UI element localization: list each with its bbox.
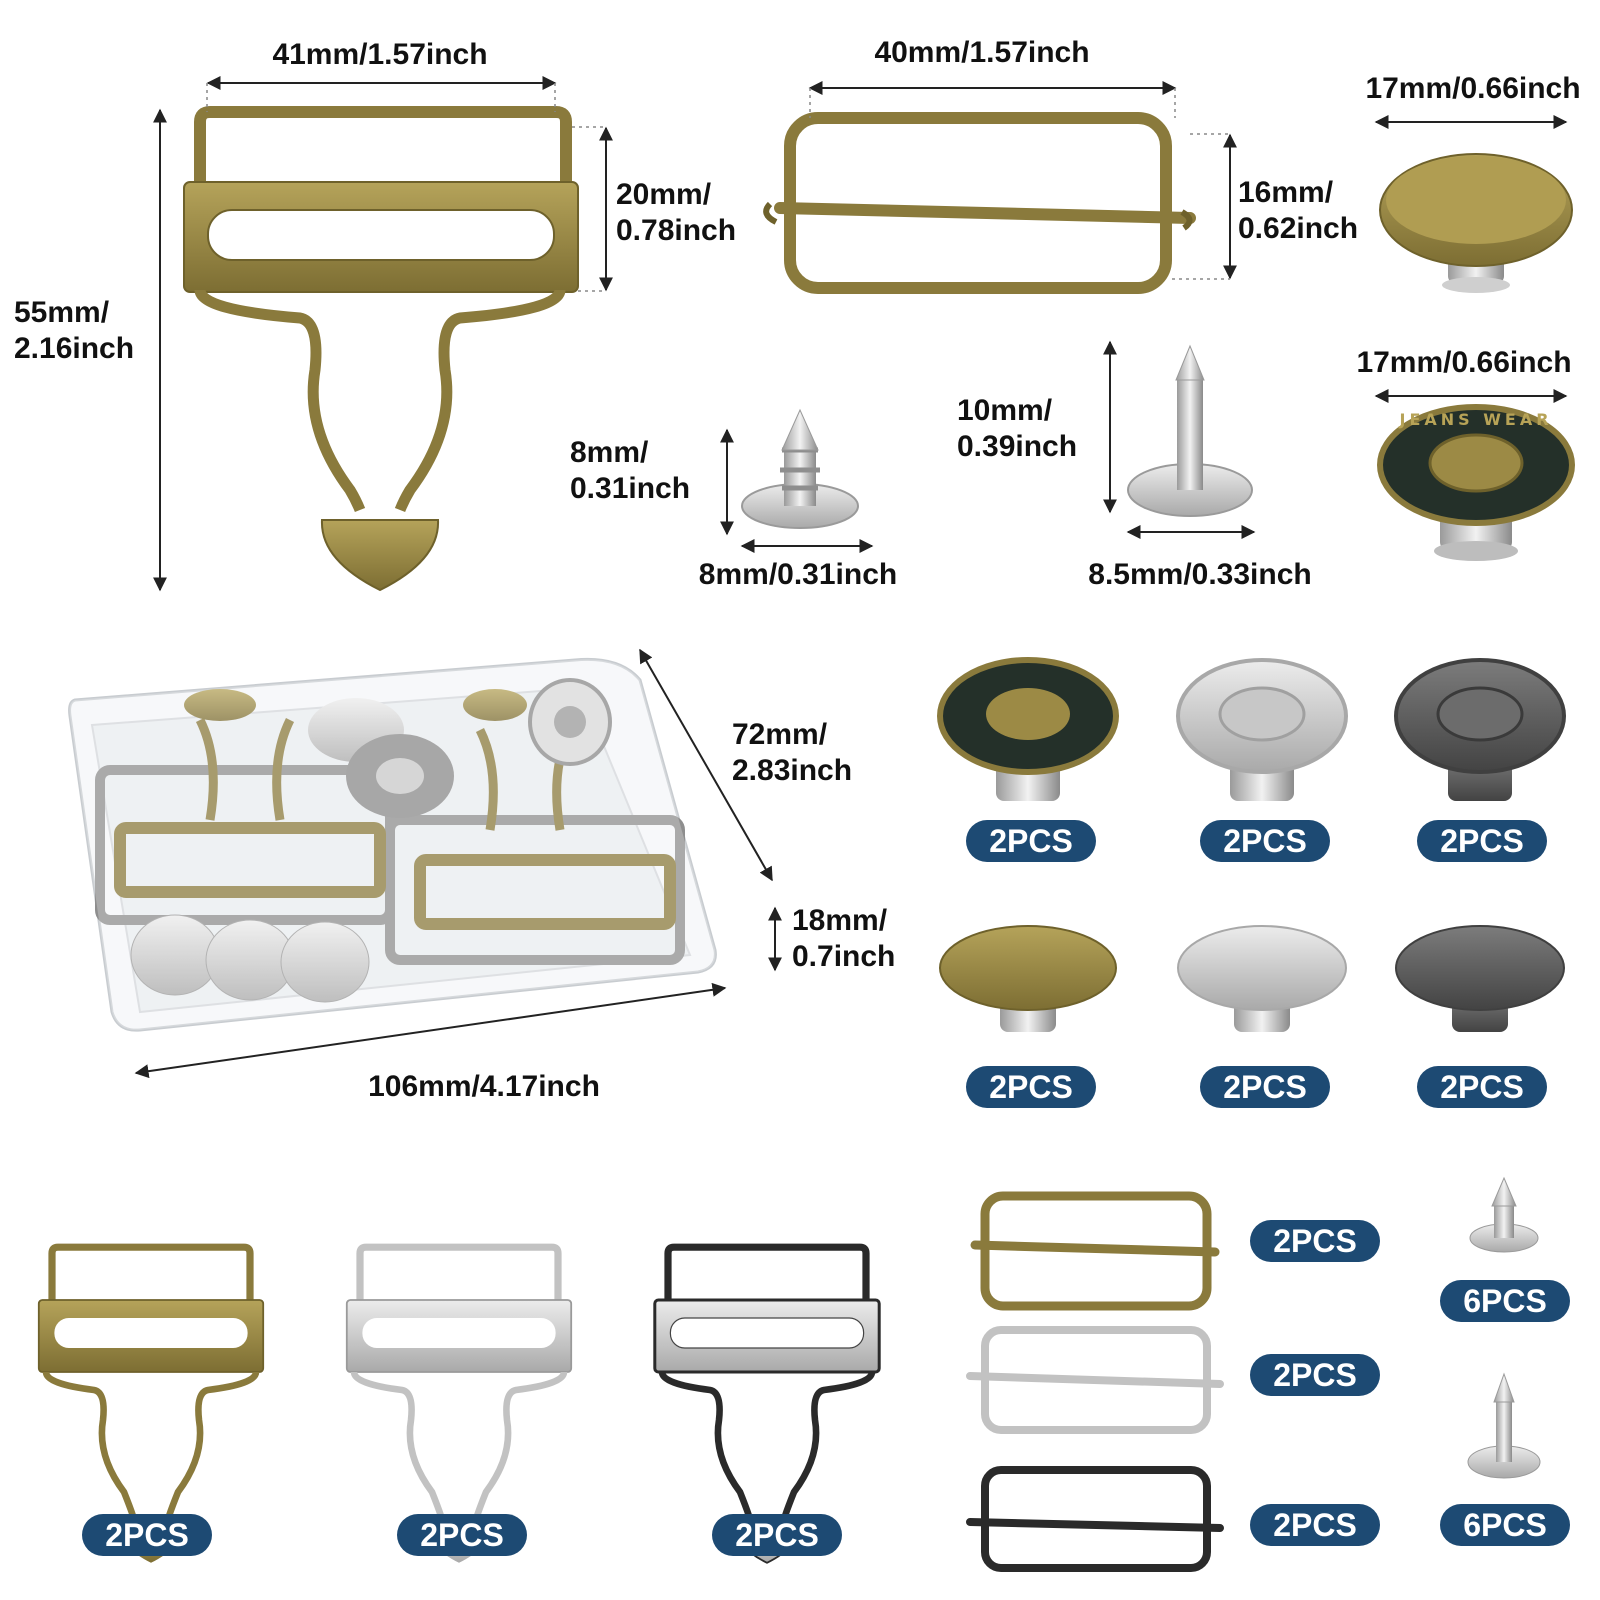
tack-short-height-label-in: 0.31inch	[570, 472, 690, 505]
tack-short-height-label-mm: 8mm/	[570, 436, 649, 469]
storage-box	[68, 657, 717, 1032]
qty-badge-jeans-silver: 2PCS	[1200, 820, 1330, 862]
qty-badge-buckle-silver: 2PCS	[397, 1514, 527, 1556]
tack-long-height-label-mm: 10mm/	[957, 394, 1053, 427]
tack-long-height-label-in: 0.39inch	[957, 430, 1077, 463]
tack-long-width-label: 8.5mm/0.33inch	[1088, 558, 1311, 591]
slide-buckle-large	[763, 112, 1196, 294]
qty-badge-slider-silver: 2PCS	[1250, 1354, 1380, 1396]
svg-text:2PCS: 2PCS	[735, 1517, 819, 1553]
buckle-height-label-mm: 55mm/	[14, 296, 110, 329]
svg-text:2PCS: 2PCS	[989, 823, 1073, 859]
buckle-width-label: 41mm/1.57inch	[272, 38, 487, 71]
svg-text:2PCS: 2PCS	[1223, 1069, 1307, 1105]
slider-height-label-mm: 16mm/	[1238, 176, 1334, 209]
svg-text:6PCS: 6PCS	[1463, 1283, 1547, 1319]
box-height-label-mm: 18mm/	[792, 904, 888, 937]
svg-text:6PCS: 6PCS	[1463, 1507, 1547, 1543]
jeans-button-bronze	[937, 657, 1119, 801]
tack-long	[1467, 1372, 1541, 1479]
qty-badge-slider-bronze: 2PCS	[1250, 1220, 1380, 1262]
plain-button-bronze-large	[1379, 153, 1573, 293]
svg-text:2PCS: 2PCS	[989, 1069, 1073, 1105]
qty-badge-slider-black: 2PCS	[1250, 1504, 1380, 1546]
plain-button-bronze	[939, 925, 1117, 1032]
svg-text:2PCS: 2PCS	[1440, 823, 1524, 859]
button-engraving-large: JEANS WEAR	[1398, 410, 1552, 429]
tack-short	[1469, 1176, 1539, 1253]
qty-badge-jeans-bronze: 2PCS	[966, 820, 1096, 862]
qty-badge-tack-long: 6PCS	[1440, 1504, 1570, 1546]
slide-buckle-bronze	[970, 1191, 1220, 1311]
plain-button-gunmetal	[1395, 925, 1565, 1032]
tack-short-width-label: 8mm/0.31inch	[699, 558, 897, 591]
qty-badge-buckle-black: 2PCS	[712, 1514, 842, 1556]
tack-short-large	[741, 408, 859, 529]
plain-button-silver	[1177, 925, 1347, 1032]
buckle-slot-label-mm: 20mm/	[616, 178, 712, 211]
qty-badge-plain-silver: 2PCS	[1200, 1066, 1330, 1108]
slide-buckle-black	[966, 1466, 1224, 1572]
slide-buckle-silver	[966, 1326, 1224, 1434]
button-jeans-width-label: 17mm/0.66inch	[1356, 346, 1571, 379]
qty-badge-tack-short: 6PCS	[1440, 1280, 1570, 1322]
svg-text:2PCS: 2PCS	[1440, 1069, 1524, 1105]
overall-buckle-black	[653, 1243, 881, 1564]
tack-long-large	[1127, 344, 1253, 517]
svg-text:2PCS: 2PCS	[1223, 823, 1307, 859]
svg-text:2PCS: 2PCS	[1273, 1357, 1357, 1393]
jeans-button-silver	[1176, 658, 1348, 801]
qty-badge-jeans-gunmetal: 2PCS	[1417, 820, 1547, 862]
slider-height-label-in: 0.62inch	[1238, 212, 1358, 245]
box-depth-label-in: 2.83inch	[732, 754, 852, 787]
box-height-label-in: 0.7inch	[792, 940, 895, 973]
box-width-label: 106mm/4.17inch	[368, 1070, 600, 1103]
buckle-slot-label-in: 0.78inch	[616, 214, 736, 247]
slider-width-label: 40mm/1.57inch	[874, 36, 1089, 69]
svg-text:2PCS: 2PCS	[105, 1517, 189, 1553]
svg-text:2PCS: 2PCS	[420, 1517, 504, 1553]
overall-buckle-large	[183, 106, 579, 592]
jeans-button-bronze-large: JEANS WEAR	[1377, 404, 1575, 561]
qty-badge-buckle-bronze: 2PCS	[82, 1514, 212, 1556]
buckle-height-label-in: 2.16inch	[14, 332, 134, 365]
qty-badge-plain-bronze: 2PCS	[966, 1066, 1096, 1108]
jeans-button-gunmetal	[1394, 658, 1566, 801]
button-cap-width-label: 17mm/0.66inch	[1365, 72, 1580, 105]
svg-text:2PCS: 2PCS	[1273, 1507, 1357, 1543]
qty-badge-plain-gunmetal: 2PCS	[1417, 1066, 1547, 1108]
box-depth-label-mm: 72mm/	[732, 718, 828, 751]
svg-text:2PCS: 2PCS	[1273, 1223, 1357, 1259]
